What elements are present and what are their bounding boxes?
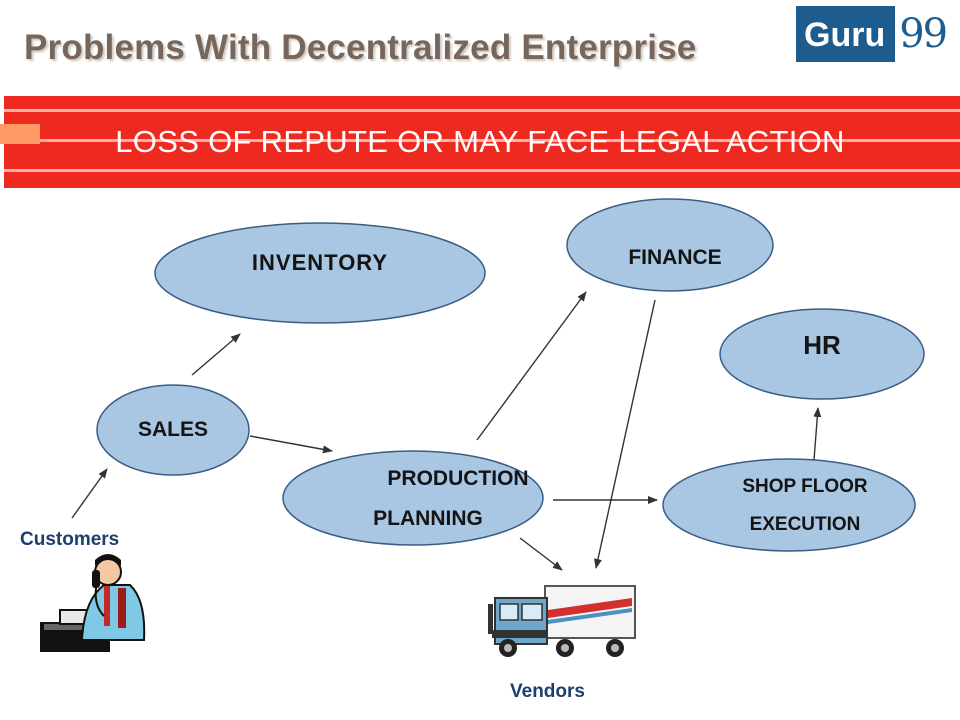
page-title: Problems With Decentralized Enterprise [24,28,697,67]
customers-caption: Customers [20,529,120,550]
guru99-logo: Guru 99 [796,6,948,62]
shop-floor-label-line2: EXECUTION [749,514,861,535]
logo-number: 99 [895,6,948,62]
inventory-label: INVENTORY [251,250,389,275]
production-label-line1: PRODUCTION [387,467,529,490]
production-label-line2: PLANNING [373,507,483,530]
arrow-shopfloor-to-hr [813,407,822,461]
person-on-phone-icon [40,554,146,652]
arrow-sales-to-inventory [191,333,241,376]
sales-node [96,384,250,476]
hr-label: HR [803,330,841,360]
finance-label: FINANCE [628,246,722,269]
shop-floor-label-line1: SHOP FLOOR [742,476,868,497]
arrow-production-to-vendors [519,537,563,571]
banner-text: LOSS OF REPUTE OR MAY FACE LEGAL ACTION [115,124,845,159]
hr-node [719,308,925,400]
logo-word: Guru [796,6,896,62]
sales-label: SALES [137,418,208,441]
arrow-production-to-finance [476,291,587,441]
truck-icon [488,585,636,657]
shop-floor-node [662,458,916,552]
arrow-customers-to-sales [71,468,108,519]
finance-node [566,198,774,292]
banner-tab [0,124,40,144]
inventory-node [154,222,486,324]
arrow-sales-to-production [249,435,333,454]
red-banner [4,96,960,188]
arrow-finance-to-vendors [594,299,656,569]
production-planning-node [282,450,544,546]
vendors-caption: Vendors [510,681,585,702]
